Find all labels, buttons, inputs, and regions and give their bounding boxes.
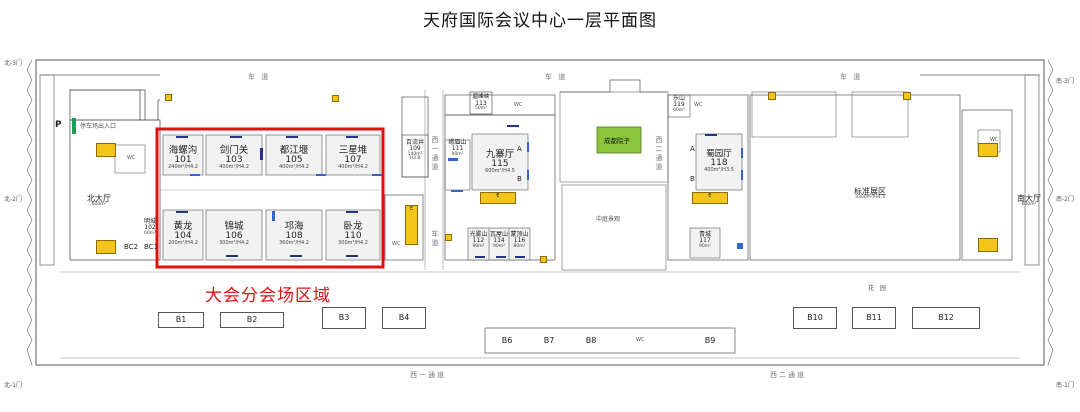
road-north-left: 车 道	[248, 73, 271, 81]
service-box-west	[96, 240, 116, 254]
gate-south2-label: 南-2门	[1056, 196, 1074, 203]
block-b10[interactable]: B10	[793, 307, 837, 329]
service-box-small-3	[768, 92, 776, 100]
garden-label: 花 园	[868, 285, 888, 292]
service-box-e-west: E	[405, 205, 418, 245]
parking-entry-label: 停车场出入口	[80, 123, 117, 130]
service-box-e-center: E	[480, 192, 516, 204]
service-box-small-4	[903, 92, 911, 100]
service-box-west-2	[96, 143, 116, 157]
courtyard-label: 中庭景观	[596, 216, 621, 223]
block-b1[interactable]: B1	[158, 312, 204, 328]
wc-west: WC	[127, 155, 136, 161]
road-north-mid: 车 道	[545, 73, 568, 81]
block-b7[interactable]: B7	[529, 331, 569, 351]
bc1-label: BC1	[144, 243, 159, 251]
wc-west-lower: WC	[392, 241, 401, 247]
block-b8[interactable]: B8	[571, 331, 611, 351]
block-b2[interactable]: B2	[220, 312, 284, 328]
road-west1: 西一通道	[431, 136, 439, 171]
chengdu-yard-label: 成都院子	[604, 137, 630, 145]
gate-south3-label: 南-3门	[1056, 78, 1074, 85]
block-b6[interactable]: B6	[487, 331, 527, 351]
wc-east: WC	[694, 102, 703, 108]
service-box-east-1	[978, 143, 998, 157]
room-118-b: B	[690, 175, 695, 183]
conference-zone-label: 大会分会场区域	[205, 286, 331, 306]
wc-south: WC	[636, 337, 645, 343]
block-b3[interactable]: B3	[322, 307, 366, 329]
gate-north2-label: 北-2门	[4, 196, 22, 203]
service-box-small-2	[332, 95, 339, 102]
map-title: 天府国际会议中心一层平面图	[423, 11, 657, 31]
service-box-small-6	[540, 256, 547, 263]
gate-south1-label: 南-1门	[1056, 382, 1074, 389]
room-115-b: B	[517, 175, 522, 183]
parking-icon: P	[55, 120, 62, 130]
road-west-lane: 车道	[431, 230, 439, 247]
parking-exit-marker	[72, 118, 76, 134]
service-box-small-1	[165, 94, 172, 101]
block-b9[interactable]: B9	[690, 331, 730, 351]
road-south-right: 西二通道	[770, 371, 806, 379]
service-box-east-2	[978, 238, 998, 252]
road-south-left: 西一通道	[410, 371, 446, 379]
block-b12[interactable]: B12	[912, 307, 980, 329]
room-118-a: A	[690, 145, 695, 153]
service-box-e-east: E	[692, 192, 728, 204]
road-north-right: 车 道	[840, 73, 863, 81]
road-west2: 西二通道	[655, 136, 663, 171]
block-b4[interactable]: B4	[382, 307, 426, 329]
wc-east-hall: WC	[990, 137, 999, 143]
wc-center: WC	[514, 102, 523, 108]
bc2-label: BC2	[124, 243, 139, 251]
room-115-a: A	[517, 145, 522, 153]
gate-north1-label: 北-1门	[4, 382, 22, 389]
service-box-small-5	[445, 234, 452, 241]
block-b11[interactable]: B11	[852, 307, 896, 329]
gate-north3-label: 北-3门	[4, 60, 22, 67]
